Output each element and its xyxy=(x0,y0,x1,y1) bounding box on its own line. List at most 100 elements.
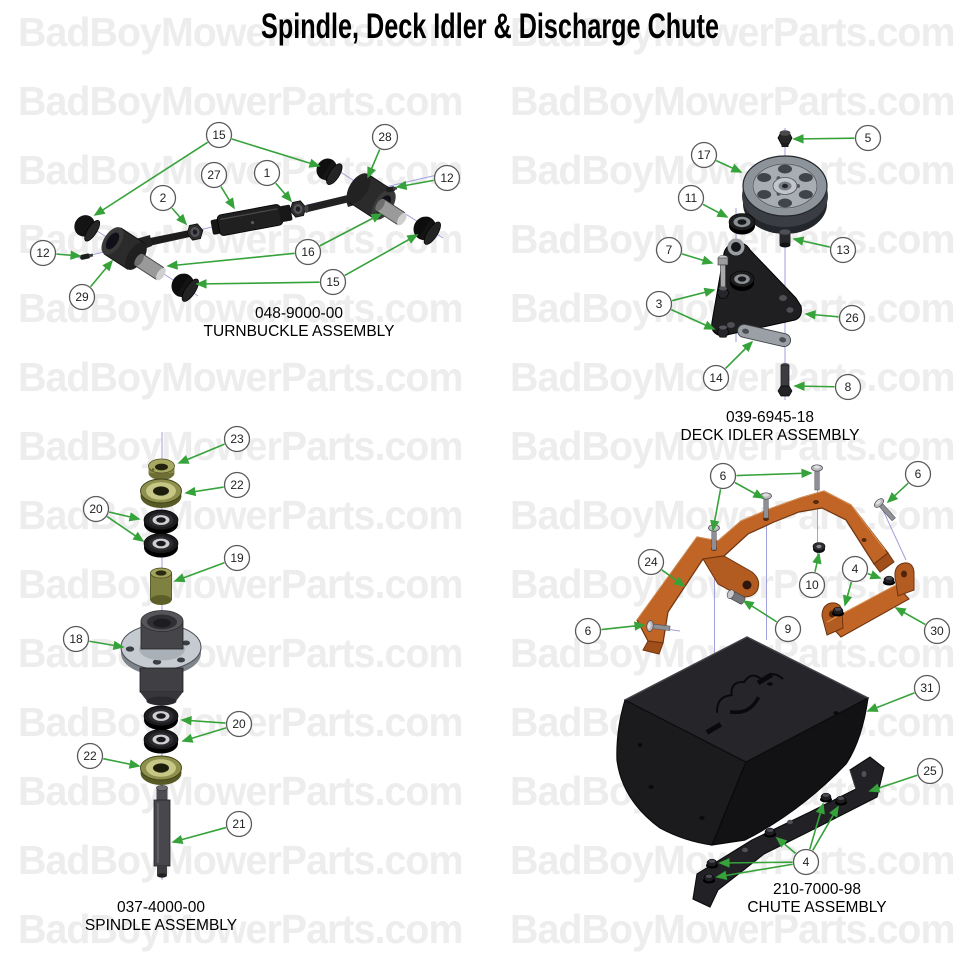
callout-number: 31 xyxy=(920,681,934,695)
callout-arrow xyxy=(661,569,686,587)
watermark-text: BadBoyMowerParts.com xyxy=(510,354,955,400)
callout-arrow xyxy=(231,138,321,168)
callout-arrow xyxy=(601,621,646,631)
callout-circle xyxy=(702,364,730,392)
callout-circle xyxy=(223,544,251,572)
watermark-text: BadBoyMowerParts.com xyxy=(18,906,463,952)
callout-5: 5 xyxy=(792,124,882,152)
spindle-seal xyxy=(140,478,182,508)
rod-end-left xyxy=(101,227,147,270)
callout-22: 22 xyxy=(76,742,141,770)
callout-number: 14 xyxy=(709,371,723,385)
callout-arrow xyxy=(718,858,793,868)
bearing xyxy=(143,533,179,558)
hex-nut xyxy=(289,200,307,218)
callout-number: 28 xyxy=(378,130,392,144)
callout-number: 12 xyxy=(440,171,454,185)
callout-number: 6 xyxy=(915,467,922,481)
callout-number: 8 xyxy=(845,380,852,394)
callout-number: 19 xyxy=(230,551,244,565)
callout-20: 20 xyxy=(82,495,145,542)
callout-number: 15 xyxy=(326,275,340,289)
callout-arrow xyxy=(894,607,926,626)
callout-1: 1 xyxy=(253,159,293,203)
callout-arrow xyxy=(792,236,831,248)
callout-circle xyxy=(62,625,90,653)
callout-number: 27 xyxy=(207,168,221,182)
callout-arrow xyxy=(710,489,722,532)
callout-arrow xyxy=(681,253,714,265)
callout-8: 8 xyxy=(793,373,862,401)
watermark-text: BadBoyMowerParts.com xyxy=(510,906,955,952)
sleeve-bushing xyxy=(134,253,166,281)
ball-cap xyxy=(74,215,101,242)
page-title-text: Spindle, Deck Idler & Discharge Chute xyxy=(261,7,719,46)
callout-circle xyxy=(200,161,228,189)
seal-ring xyxy=(148,458,175,480)
callout-arrow xyxy=(108,511,141,522)
callout-number: 23 xyxy=(230,432,244,446)
callout-circle xyxy=(253,159,281,187)
flange-nut xyxy=(716,286,730,299)
spindle-housing xyxy=(120,610,202,706)
callout-arrow xyxy=(804,310,839,320)
callout-arrow xyxy=(736,468,813,479)
callout-arrow xyxy=(181,727,227,743)
callout-arrow xyxy=(275,182,293,203)
callout-17: 17 xyxy=(690,141,743,173)
callout-9: 9 xyxy=(742,600,802,643)
callout-12: 12 xyxy=(395,164,461,192)
callout-arrow xyxy=(195,279,320,289)
callout-circle xyxy=(223,471,251,499)
watermark-text: BadBoyMowerParts.com xyxy=(18,147,463,193)
callout-number: 17 xyxy=(697,148,711,162)
callout-arrow xyxy=(792,134,855,144)
flange-nut xyxy=(764,827,776,838)
callout-circle xyxy=(637,548,665,576)
callout-arrow xyxy=(89,640,125,651)
watermark-text: BadBoyMowerParts.com xyxy=(510,423,955,469)
bearing xyxy=(728,213,756,235)
page-title: Spindle, Deck Idler & Discharge Chute xyxy=(0,7,980,47)
callout-arrow xyxy=(867,570,882,580)
callout-31: 31 xyxy=(866,674,941,712)
callout-number: 20 xyxy=(89,502,103,516)
callout-arrow xyxy=(395,179,434,190)
self-tap-screw xyxy=(811,464,823,491)
watermark-text: BadBoyMowerParts.com xyxy=(510,9,955,55)
callout-number: 1 xyxy=(264,166,271,180)
watermark-text: BadBoyMowerParts.com xyxy=(18,354,463,400)
idler-arm xyxy=(711,238,802,337)
callout-arrow xyxy=(793,381,835,391)
callout-number: 29 xyxy=(75,290,89,304)
callout-number: 7 xyxy=(666,243,673,257)
callout-3: 3 xyxy=(645,287,716,330)
callout-circle xyxy=(854,124,882,152)
discharge-chute xyxy=(616,636,870,846)
callout-circle xyxy=(838,304,866,332)
callout-arrow xyxy=(103,757,141,769)
watermark-text: BadBoyMowerParts.com xyxy=(18,630,463,676)
callout-arrow xyxy=(93,141,209,216)
flange-nut xyxy=(703,873,715,884)
callout-arrow xyxy=(734,481,765,499)
washer xyxy=(812,542,826,553)
bearing xyxy=(143,509,179,534)
callout-arrow xyxy=(775,836,797,855)
flange-nut xyxy=(706,858,718,869)
callout-number: 20 xyxy=(232,717,246,731)
callout-circle xyxy=(205,121,233,149)
spindle-seal xyxy=(140,755,182,785)
callout-circle xyxy=(223,425,251,453)
callout-4: 4 xyxy=(715,802,839,881)
bearing xyxy=(143,705,179,730)
callout-arrow xyxy=(173,561,225,583)
callout-arrow xyxy=(344,234,419,277)
callout-7: 7 xyxy=(655,236,714,265)
shoulder-bolt xyxy=(717,255,729,288)
callout-25: 25 xyxy=(868,757,944,793)
callout-22: 22 xyxy=(184,471,251,499)
callout-circle xyxy=(913,674,941,702)
callout-12: 12 xyxy=(29,239,82,267)
